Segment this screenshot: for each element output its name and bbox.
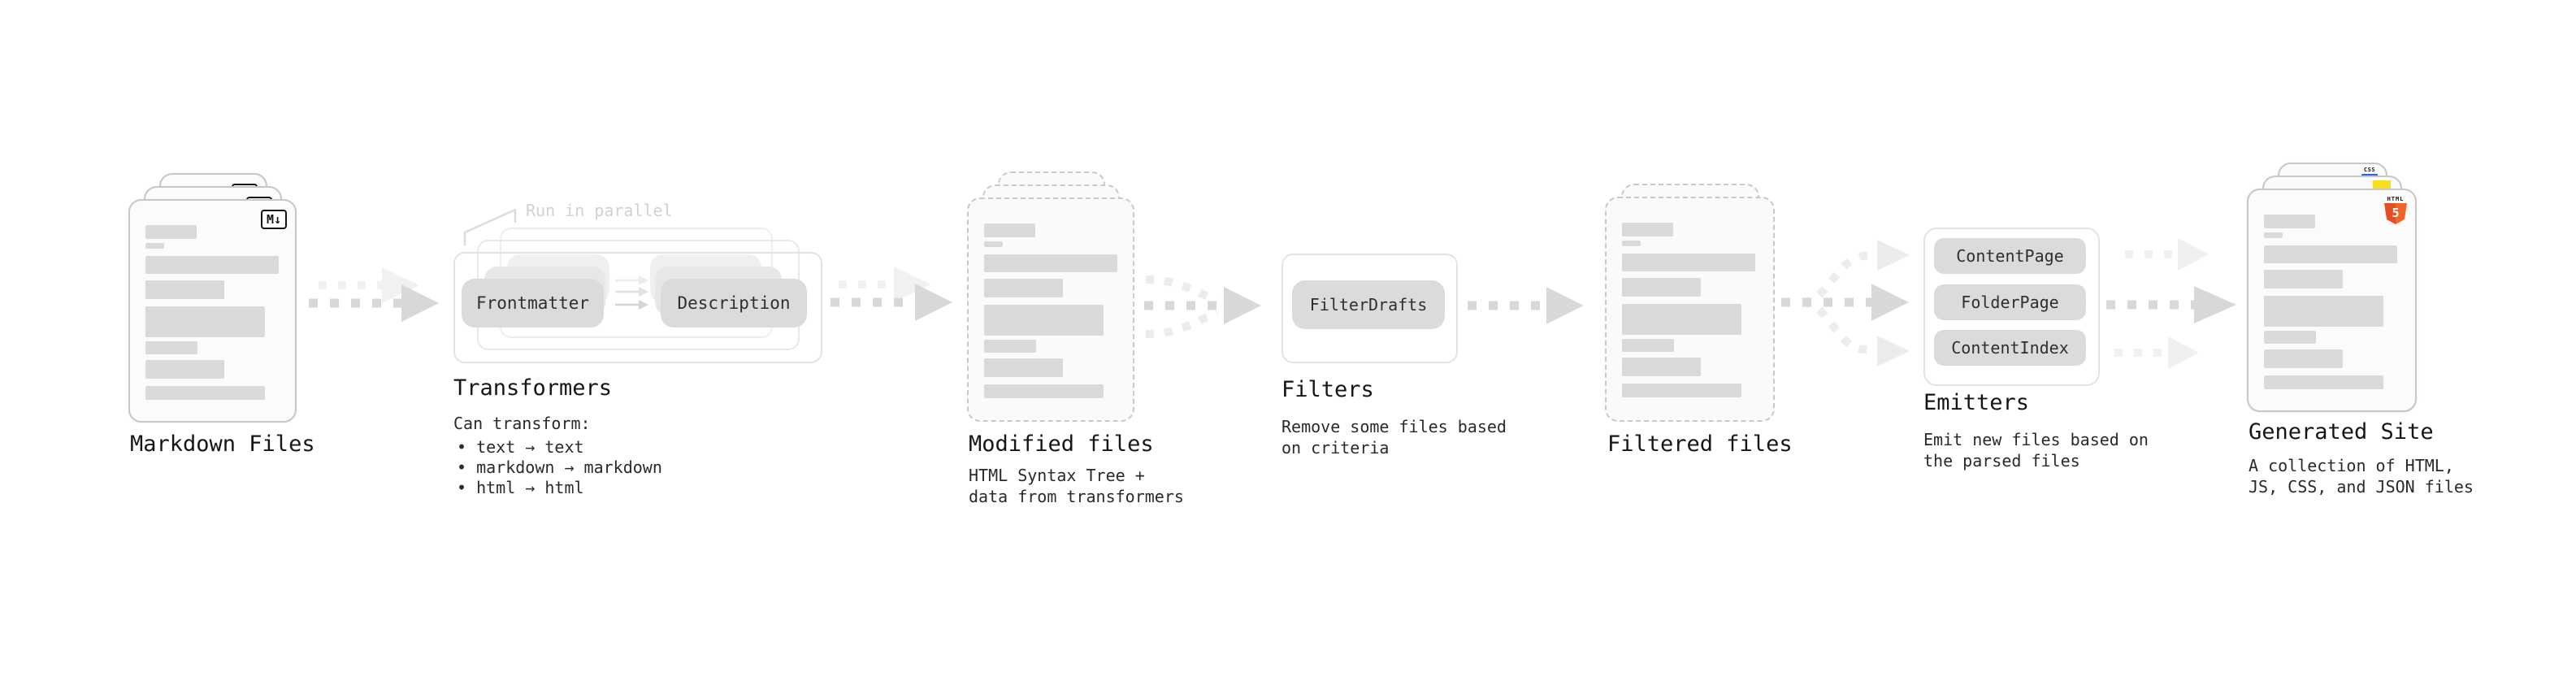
site-file-card-html: HTML 5 bbox=[2247, 189, 2417, 412]
doc-text-line bbox=[145, 341, 197, 354]
doc-text-line bbox=[1622, 358, 1701, 376]
markdown-icon: M↓ bbox=[260, 210, 287, 229]
doc-text-line bbox=[2264, 331, 2316, 344]
doc-text-line bbox=[2264, 215, 2315, 228]
stage-label-markdown-files: Markdown Files bbox=[130, 432, 315, 457]
generated-site-description: A collection of HTML, JS, CSS, and JSON … bbox=[2249, 456, 2474, 497]
contentindex-pill: ContentIndex bbox=[1934, 330, 2086, 366]
markdown-file-card: M↓ bbox=[128, 199, 297, 423]
html5-icon-shield: 5 bbox=[2384, 203, 2407, 224]
arrow-emitters-to-site-bottom bbox=[2114, 336, 2199, 369]
arrow-markdown-to-transformers-ghost bbox=[319, 267, 419, 303]
contentpage-pill: ContentPage bbox=[1934, 238, 2086, 274]
doc-text-line bbox=[145, 360, 224, 379]
arrow-modified-to-filters bbox=[1144, 275, 1261, 338]
doc-text-line bbox=[1622, 384, 1741, 397]
doc-text-line bbox=[984, 384, 1104, 398]
doc-text-line bbox=[984, 241, 1003, 247]
modified-files-description: HTML Syntax Tree + data from transformer… bbox=[969, 466, 1184, 506]
filterdrafts-pill: FilterDrafts bbox=[1292, 280, 1445, 329]
doc-text-line bbox=[984, 223, 1035, 237]
transformers-bullet: • text → text bbox=[457, 437, 584, 457]
doc-text-line bbox=[1622, 278, 1701, 297]
doc-text-line bbox=[145, 243, 164, 249]
doc-text-line bbox=[1622, 254, 1755, 271]
doc-text-line bbox=[1622, 339, 1674, 352]
doc-text-line bbox=[145, 280, 224, 299]
filtered-file-card bbox=[1605, 197, 1775, 422]
doc-text-line bbox=[984, 305, 1104, 336]
stage-label-filtered-files: Filtered files bbox=[1607, 432, 1793, 457]
doc-text-line bbox=[145, 225, 197, 239]
folderpage-pill: FolderPage bbox=[1934, 284, 2086, 320]
html5-icon-label: HTML bbox=[2387, 196, 2405, 202]
doc-text-line bbox=[2264, 270, 2343, 288]
doc-text-line bbox=[145, 256, 279, 274]
modified-file-card bbox=[967, 197, 1134, 422]
description-pill: Description bbox=[661, 279, 807, 327]
doc-text-line bbox=[2264, 349, 2343, 368]
doc-text-line bbox=[1622, 241, 1641, 246]
emitters-description: Emit new files based on the parsed files bbox=[1923, 430, 2149, 471]
stage-label-modified-files: Modified files bbox=[969, 432, 1154, 457]
run-in-parallel-note: Run in parallel bbox=[526, 201, 673, 220]
doc-text-line bbox=[984, 279, 1063, 297]
filters-description: Remove some files based on criteria bbox=[1281, 417, 1507, 458]
stage-title-transformers: Transformers bbox=[453, 375, 613, 401]
arrow-emitters-to-site-top bbox=[2125, 238, 2209, 271]
arrow-transformers-to-modified-ghost bbox=[839, 267, 931, 302]
doc-text-line bbox=[984, 358, 1063, 377]
doc-text-line bbox=[145, 306, 265, 337]
css-icon-label: CSS bbox=[2363, 167, 2376, 173]
doc-text-line bbox=[1622, 304, 1741, 335]
doc-text-line bbox=[2264, 296, 2383, 327]
arrow-markdown-to-transformers bbox=[309, 284, 439, 322]
stage-title-filters: Filters bbox=[1281, 377, 1374, 402]
transformers-bullet: • html → html bbox=[457, 478, 584, 497]
frontmatter-pill: Frontmatter bbox=[462, 279, 604, 327]
html5-icon: HTML 5 bbox=[2384, 196, 2407, 224]
transformer-box bbox=[453, 252, 822, 363]
doc-text-line bbox=[984, 340, 1036, 353]
doc-text-line bbox=[145, 386, 265, 400]
transformers-description-heading: Can transform: bbox=[453, 414, 591, 433]
arrow-emitters-to-site-middle bbox=[2106, 286, 2236, 323]
doc-text-line bbox=[1622, 223, 1673, 236]
arrow-filtered-to-emitters bbox=[1781, 240, 1910, 367]
doc-text-line bbox=[2264, 232, 2283, 238]
doc-text-line bbox=[2264, 245, 2397, 263]
doc-text-line bbox=[984, 254, 1117, 272]
transformers-bullet: • markdown → markdown bbox=[457, 458, 662, 477]
stage-label-generated-site: Generated Site bbox=[2249, 419, 2434, 445]
arrow-transformers-to-modified bbox=[830, 284, 952, 321]
stage-title-emitters: Emitters bbox=[1923, 390, 2030, 415]
doc-text-line bbox=[2264, 375, 2383, 389]
arrow-filters-to-filtered bbox=[1468, 287, 1584, 324]
